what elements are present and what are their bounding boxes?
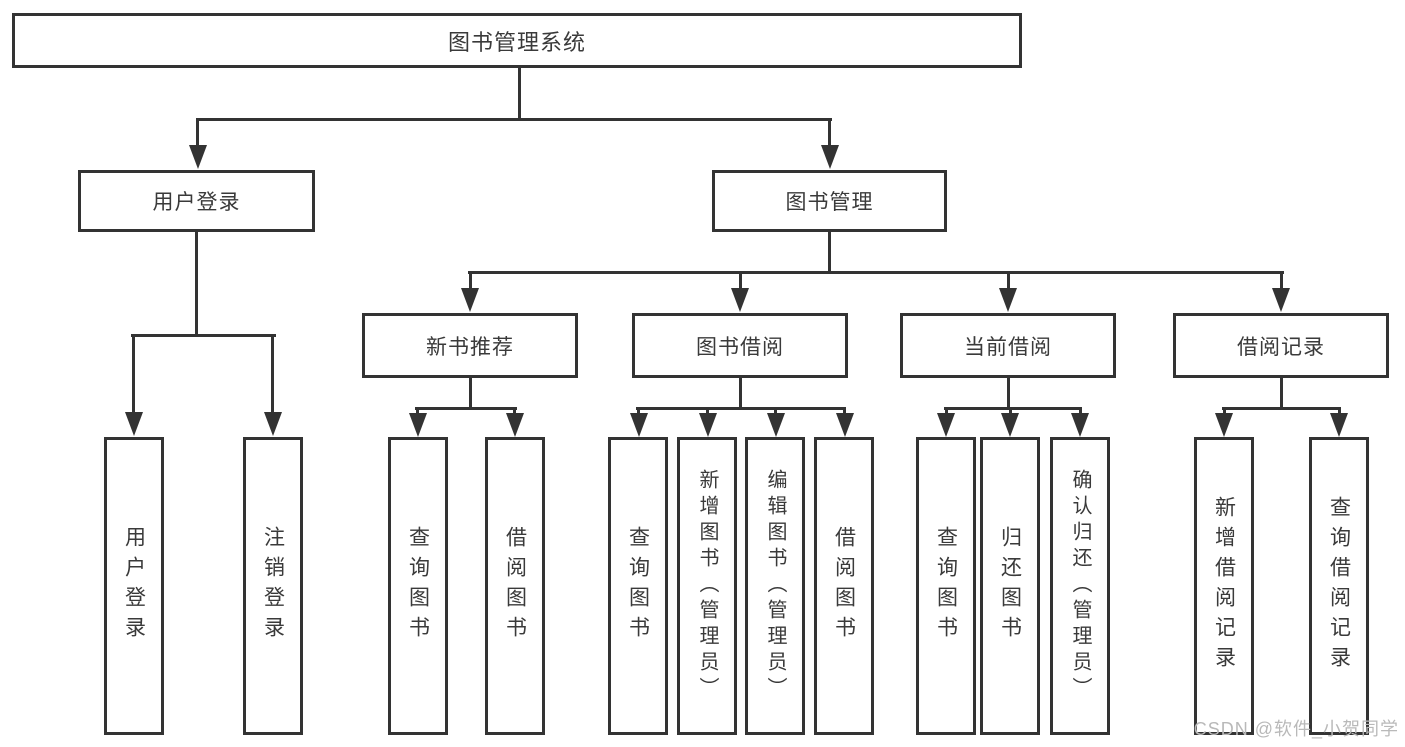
leaf-label: 归还图书 bbox=[998, 526, 1022, 646]
connector-vline bbox=[637, 407, 640, 416]
leaf-query-books: 查询图书 bbox=[388, 437, 448, 735]
node-new-book-recommend: 新书推荐 bbox=[362, 313, 578, 378]
leaf-label: 借阅图书 bbox=[832, 526, 856, 646]
arrowhead-icon bbox=[189, 145, 207, 169]
node-book-borrowing: 图书借阅 bbox=[632, 313, 848, 378]
arrowhead-icon bbox=[999, 288, 1017, 312]
leaf-label: 查询图书 bbox=[406, 526, 430, 646]
connector-hline bbox=[196, 118, 832, 121]
leaf-return-book: 归还图书 bbox=[980, 437, 1040, 735]
connector-vline bbox=[843, 407, 846, 416]
leaf-add-book-admin: 新增图书（管理员） bbox=[677, 437, 737, 735]
connector-vline bbox=[1007, 271, 1010, 289]
connector-vline bbox=[1079, 407, 1082, 416]
node-borrowing-records: 借阅记录 bbox=[1173, 313, 1389, 378]
arrowhead-icon bbox=[1215, 413, 1233, 437]
arrowhead-icon bbox=[461, 288, 479, 312]
leaf-query-borrow-record: 查询借阅记录 bbox=[1309, 437, 1369, 735]
connector-vline bbox=[739, 271, 742, 289]
leaf-borrow-book: 借阅图书 bbox=[814, 437, 874, 735]
leaf-label: 新增图书（管理员） bbox=[696, 469, 718, 703]
leaf-label: 查询图书 bbox=[934, 526, 958, 646]
node-label: 图书借阅 bbox=[696, 335, 784, 359]
leaf-label: 查询图书 bbox=[626, 526, 650, 646]
connector-vline bbox=[1280, 271, 1283, 289]
leaf-add-borrow-record: 新增借阅记录 bbox=[1194, 437, 1254, 735]
arrowhead-icon bbox=[506, 413, 524, 437]
leaf-user-login: 用户登录 bbox=[104, 437, 164, 735]
connector-vline bbox=[1280, 378, 1283, 410]
connector-hline bbox=[944, 407, 1082, 410]
leaf-label: 新增借阅记录 bbox=[1212, 496, 1236, 676]
connector-vline bbox=[706, 407, 709, 416]
connector-hline bbox=[1222, 407, 1341, 410]
arrowhead-icon bbox=[264, 412, 282, 436]
node-label: 用户登录 bbox=[152, 191, 241, 214]
node-label: 新书推荐 bbox=[426, 335, 514, 359]
arrowhead-icon bbox=[1001, 413, 1019, 437]
connector-vline bbox=[469, 378, 472, 410]
connector-vline bbox=[196, 121, 199, 147]
connector-vline bbox=[1009, 407, 1012, 416]
connector-vline bbox=[1223, 407, 1226, 416]
connector-vline bbox=[469, 271, 472, 289]
leaf-label: 用户登录 bbox=[122, 526, 146, 646]
leaf-label: 注销登录 bbox=[261, 526, 285, 646]
connector-vline bbox=[271, 334, 274, 412]
node-label: 当前借阅 bbox=[964, 335, 1052, 359]
leaf-query-books-2: 查询图书 bbox=[608, 437, 668, 735]
leaf-logout: 注销登录 bbox=[243, 437, 303, 735]
node-label: 图书管理 bbox=[785, 191, 874, 214]
arrowhead-icon bbox=[699, 413, 717, 437]
csdn-watermark: CSDN @软件_小贺同学 bbox=[1193, 719, 1399, 739]
arrowhead-icon bbox=[630, 413, 648, 437]
connector-vline bbox=[416, 407, 419, 416]
arrowhead-icon bbox=[836, 413, 854, 437]
arrowhead-icon bbox=[821, 145, 839, 169]
arrowhead-icon bbox=[1272, 288, 1290, 312]
connector-vline bbox=[945, 407, 948, 416]
connector-vline bbox=[195, 232, 198, 337]
connector-vline bbox=[513, 407, 516, 416]
connector-hline bbox=[636, 407, 846, 410]
arrowhead-icon bbox=[125, 412, 143, 436]
leaf-borrow-books: 借阅图书 bbox=[485, 437, 545, 735]
arrowhead-icon bbox=[767, 413, 785, 437]
leaf-query-books-3: 查询图书 bbox=[916, 437, 976, 735]
arrowhead-icon bbox=[731, 288, 749, 312]
connector-vline bbox=[1007, 378, 1010, 410]
node-label: 借阅记录 bbox=[1237, 335, 1325, 359]
arrowhead-icon bbox=[409, 413, 427, 437]
node-current-borrowing: 当前借阅 bbox=[900, 313, 1116, 378]
connector-vline bbox=[132, 334, 135, 412]
arrowhead-icon bbox=[1330, 413, 1348, 437]
node-label: 图书管理系统 bbox=[447, 29, 586, 55]
connector-hline bbox=[468, 271, 1284, 274]
node-user-login: 用户登录 bbox=[78, 170, 315, 232]
leaf-label: 编辑图书（管理员） bbox=[764, 469, 786, 703]
connector-vline bbox=[774, 407, 777, 416]
arrowhead-icon bbox=[1071, 413, 1089, 437]
connector-vline bbox=[828, 121, 831, 147]
leaf-label: 确认归还（管理员） bbox=[1069, 469, 1091, 703]
connector-hline bbox=[415, 407, 517, 410]
connector-vline bbox=[739, 378, 742, 410]
connector-vline bbox=[518, 68, 521, 121]
node-book-management: 图书管理 bbox=[712, 170, 947, 232]
connector-vline bbox=[828, 232, 831, 274]
leaf-label: 借阅图书 bbox=[503, 526, 527, 646]
leaf-label: 查询借阅记录 bbox=[1327, 496, 1351, 676]
leaf-edit-book-admin: 编辑图书（管理员） bbox=[745, 437, 805, 735]
connector-vline bbox=[1338, 407, 1341, 416]
connector-hline bbox=[131, 334, 276, 337]
arrowhead-icon bbox=[937, 413, 955, 437]
node-root: 图书管理系统 bbox=[12, 13, 1022, 68]
leaf-confirm-return-admin: 确认归还（管理员） bbox=[1050, 437, 1110, 735]
